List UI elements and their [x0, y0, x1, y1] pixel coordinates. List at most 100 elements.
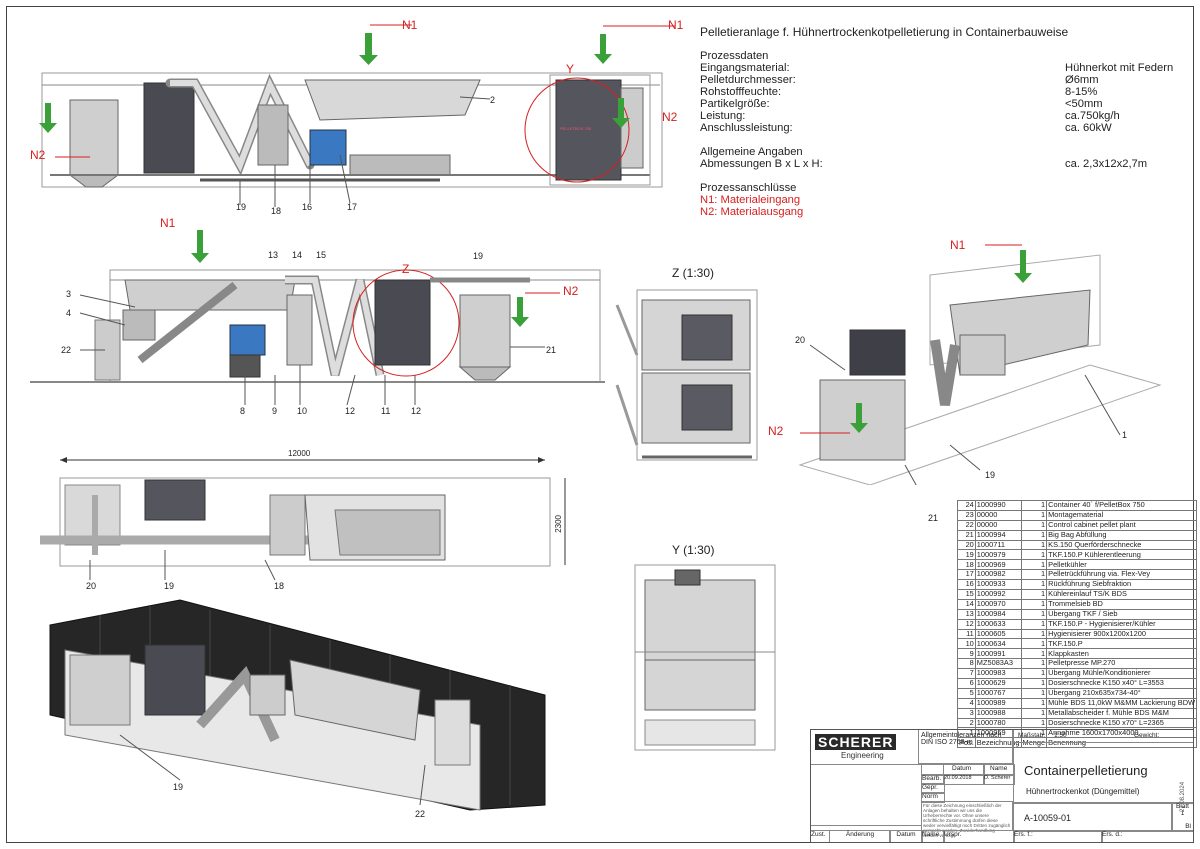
bom-cell: 1	[1020, 589, 1048, 600]
bom-cell: 1000988	[974, 707, 1022, 719]
gepr-label: Gepr.	[921, 783, 945, 794]
part-label: 20	[86, 581, 97, 591]
bom-cell: 1	[1020, 598, 1048, 610]
bom-cell: Dosierschnecke K150 x40° L=3553	[1046, 678, 1198, 689]
bom-cell: 1	[1020, 628, 1048, 640]
part-label: 19	[985, 470, 996, 480]
bom-cell: 7	[957, 668, 976, 680]
process-row: Partikelgröße: <50mm	[700, 98, 1180, 110]
bom-cell: 1	[1020, 658, 1048, 670]
part-label: 2	[490, 95, 496, 105]
y-label: Y	[566, 62, 575, 76]
n1-label: N1	[668, 18, 684, 32]
bom-cell: 1	[1020, 707, 1048, 719]
bom-cell: 1	[1020, 559, 1048, 571]
bom-cell: Mühle BDS 11,0kW M&MM Lackierung BDW	[1046, 697, 1198, 709]
length-dimension: 12000	[288, 449, 311, 458]
part-label: 22	[415, 809, 426, 819]
bom-cell: MZ5083A3	[974, 658, 1022, 670]
process-value: <50mm	[1065, 98, 1103, 110]
drawing-title: Containerpelletierung	[1024, 763, 1148, 778]
bom-cell: 11	[957, 628, 976, 640]
bom-cell: 6	[957, 678, 976, 689]
ers-f-label: Ers. f.:	[1013, 830, 1103, 842]
bom-cell: 1	[1020, 678, 1048, 689]
zust-label: Zust.	[811, 830, 830, 842]
process-value: ca.750kg/h	[1065, 110, 1120, 122]
part-label: 10	[297, 406, 308, 416]
process-key: Leistung:	[700, 110, 746, 122]
bom-cell: 17	[957, 569, 976, 581]
general-key: Abmessungen B x L x H:	[700, 158, 823, 170]
bearb-label: Bearb.	[921, 774, 945, 785]
name2-label: Name	[921, 830, 945, 842]
n2-arrow-icon	[511, 297, 529, 327]
bom-cell: 5	[957, 687, 976, 699]
bom-cell: 1	[1020, 500, 1048, 511]
drawing-frame	[6, 6, 1194, 843]
part-label: 14	[292, 250, 303, 260]
bom-cell: 1000994	[974, 529, 1022, 541]
bom-cell: 1	[1020, 697, 1048, 709]
bom-cell: 20	[957, 539, 976, 551]
process-heading: Prozessdaten	[700, 50, 769, 62]
n1-arrow-icon	[1014, 250, 1032, 283]
bom-cell: 22	[957, 519, 976, 531]
general-heading: Allgemeine Angaben	[700, 146, 803, 158]
name-label: Name	[983, 764, 1015, 776]
n2-arrow-icon	[39, 103, 57, 133]
title-block: SCHERER Engineering Allgemeintoleranzen …	[810, 729, 1194, 843]
bom-cell: 1000780	[974, 717, 1022, 729]
view-z-title: Z (1:30)	[672, 266, 715, 280]
bom-cell: 21	[957, 529, 976, 541]
part-label: 19	[164, 581, 175, 591]
part-label: 17	[347, 202, 358, 212]
side-date: 27.08.2024	[1180, 781, 1186, 812]
bom-cell: Übergang 210x635x734-40°	[1046, 687, 1198, 699]
part-label: 4	[66, 308, 72, 318]
bom-cell: Control cabinet pellet plant	[1046, 519, 1198, 531]
bom-cell: Container 40´ f/PelletBox 750	[1046, 500, 1198, 511]
bom-cell: 1	[1020, 608, 1048, 620]
connections-heading: Prozessanschlüsse	[700, 182, 797, 194]
bom-cell: Metallabscheider f. Mühle BDS M&M	[1046, 707, 1198, 719]
end-view-top: PELLETBOX 750	[524, 25, 675, 186]
n1-arrow-icon	[594, 34, 612, 64]
urspr-label: Urspr.	[943, 830, 1015, 842]
bom-cell: Dosierschnecke K150 x70° L=2365	[1046, 717, 1198, 729]
bom-cell: Big Bag Abfüllung	[1046, 529, 1198, 541]
bom-cell: 1000634	[974, 638, 1022, 650]
bom-cell: 10	[957, 638, 976, 650]
weight-label: Gewicht:	[1134, 732, 1160, 739]
bom-cell: 1000629	[974, 678, 1022, 689]
bom-cell: 15	[957, 589, 976, 600]
bom-cell: 1000970	[974, 598, 1022, 610]
bom-cell: 19	[957, 549, 976, 561]
iso-view-right	[798, 244, 1162, 485]
bom-cell: Hygienisierer 900x1200x1200	[1046, 628, 1198, 640]
machine-text: PELLETBOX 750	[560, 126, 592, 131]
part-label: 8	[240, 406, 246, 416]
process-key: Partikelgröße:	[700, 98, 770, 110]
bom-cell: 1	[1020, 549, 1048, 561]
bom-cell: 00000	[974, 519, 1022, 531]
bom-cell: Übergang TKF / Sieb	[1046, 608, 1198, 620]
part-label: 1	[1122, 430, 1128, 440]
n2-label: N2	[30, 148, 46, 162]
bom-cell: 16	[957, 579, 976, 591]
bom-cell: 18	[957, 559, 976, 571]
drawing-number: A-10059-01	[1024, 813, 1072, 823]
bom-cell: 23	[957, 509, 976, 521]
bom-cell: 1000633	[974, 618, 1022, 630]
bom-cell: 1	[1020, 509, 1048, 521]
tolerance-note: Allgemeintoleranzen nach DIN ISO 2768-m	[918, 730, 1013, 764]
general-row: Abmessungen B x L x H:ca. 2,3x12x2,7m	[700, 158, 1180, 170]
part-label: 13	[268, 250, 279, 260]
z-label: Z	[402, 262, 410, 276]
